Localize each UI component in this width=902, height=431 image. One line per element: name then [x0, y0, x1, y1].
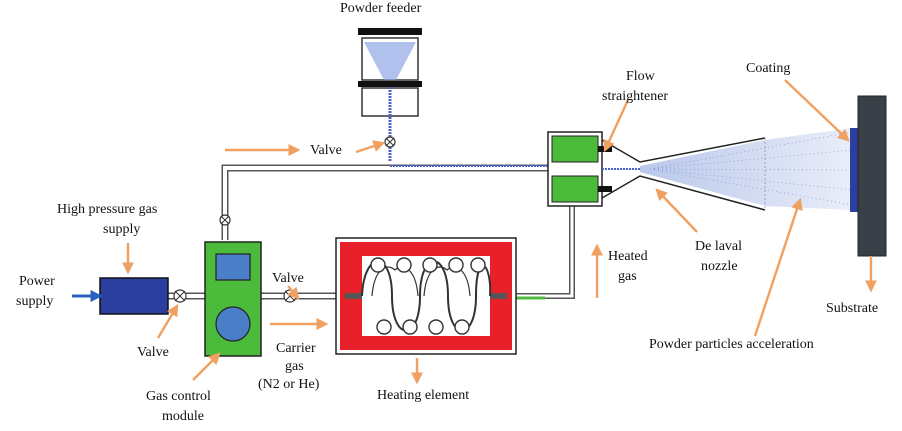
- label-valve-left: Valve: [137, 345, 169, 360]
- powder-feeder: [358, 28, 422, 162]
- label-carrier-line1: Carrier: [276, 341, 316, 356]
- label-carrier-line3: (N2 or He): [258, 377, 320, 392]
- label-delaval-line2: nozzle: [701, 259, 738, 274]
- lower-gas-line: [168, 200, 575, 303]
- gas-supply-box: [72, 277, 169, 315]
- label-powder-feeder: Powder feeder: [340, 1, 422, 16]
- top-gas-line: [219, 164, 552, 240]
- label-coating: Coating: [746, 61, 791, 76]
- annotation-arrows: [122, 79, 877, 385]
- label-power-line1: Power: [19, 274, 55, 289]
- label-gas-control-line1: Gas control: [146, 389, 211, 404]
- label-gas-control-line2: module: [162, 409, 204, 424]
- substrate: [850, 95, 887, 257]
- label-flow-line1: Flow: [626, 69, 655, 84]
- label-power-line2: supply: [16, 294, 54, 309]
- label-delaval-line1: De laval: [695, 239, 743, 254]
- label-carrier-line2: gas: [285, 359, 304, 374]
- label-powder-accel: Powder particles acceleration: [649, 337, 814, 352]
- label-heated-line1: Heated: [608, 249, 648, 264]
- label-high-pressure-line1: High pressure gas: [57, 202, 158, 217]
- label-substrate: Substrate: [826, 301, 879, 316]
- gas-control-module: [204, 241, 262, 357]
- label-valve-top: Valve: [310, 143, 342, 158]
- label-heated-line2: gas: [618, 269, 637, 284]
- label-high-pressure-line2: supply: [103, 222, 141, 237]
- label-heating-element: Heating element: [377, 388, 470, 403]
- label-valve-mid: Valve: [272, 271, 304, 286]
- powder-spray: [640, 128, 853, 210]
- nozzle-assembly: [547, 131, 766, 211]
- label-flow-line2: straightener: [602, 89, 669, 104]
- heater: [335, 237, 517, 355]
